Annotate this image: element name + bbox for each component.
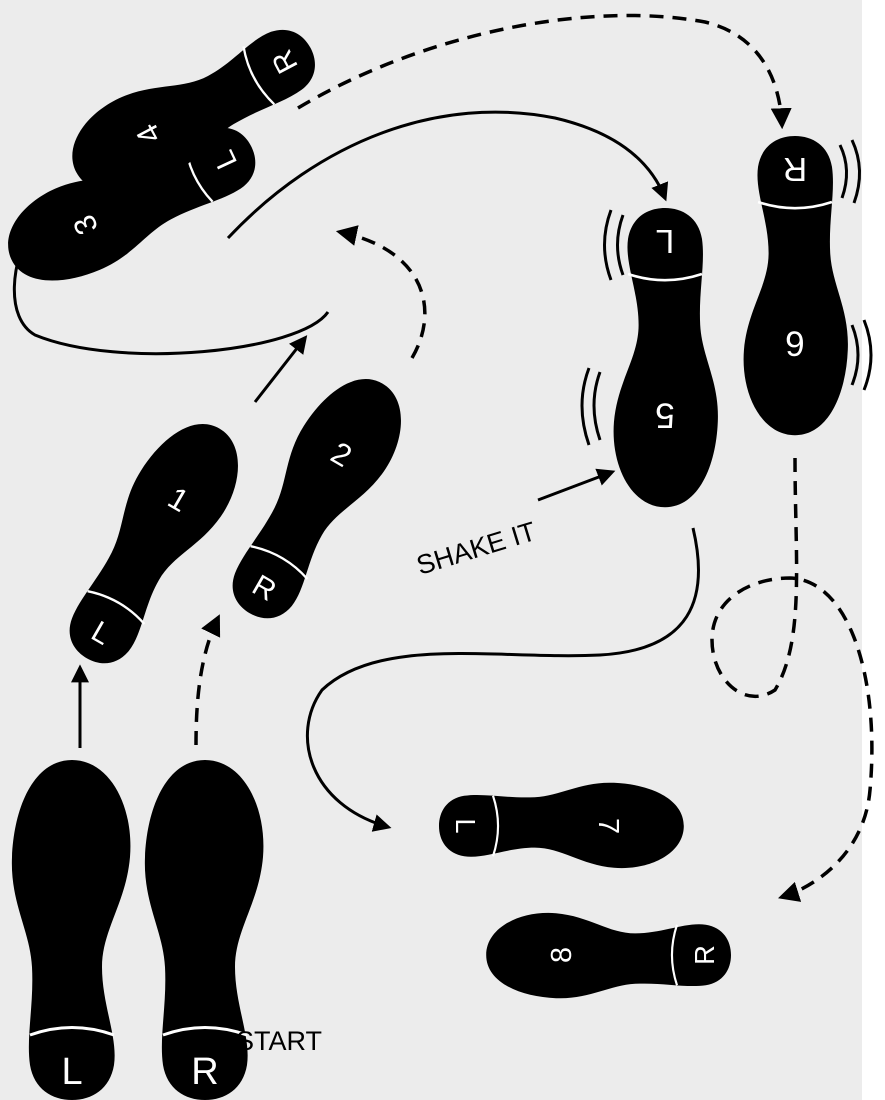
foot-side-label: L [61, 1051, 82, 1093]
footprint-step-6: 6 R [744, 136, 848, 435]
arrow-step4-to-step6 [298, 15, 782, 125]
step-number: 6 [785, 323, 805, 362]
foot-side-label: R [783, 150, 807, 187]
step-number: 8 [546, 947, 578, 963]
footprint-start-left: L [12, 760, 131, 1100]
arrow-step6-to-step8 [712, 458, 872, 897]
arrow-step1-forward [255, 338, 305, 402]
foot-side-label: L [450, 818, 481, 833]
footprint-step-8: 8 R [486, 913, 731, 998]
footprint-step-7: 7 L [439, 783, 684, 868]
arrow-step3-to-step5 [228, 112, 665, 238]
page-margin [862, 0, 885, 1100]
arrow-step5-to-step7 [307, 528, 698, 827]
footprint-step-5: 5 L [614, 208, 718, 507]
footprint-step-1: 1 L [46, 405, 259, 681]
step-number: 5 [655, 395, 675, 434]
start-label: START [236, 1026, 322, 1056]
arrow-start-to-step2 [196, 618, 218, 745]
step-number: 7 [592, 818, 624, 834]
arrow-step2-to-step4 [340, 232, 425, 358]
arrow-shake-it [538, 472, 612, 500]
foot-side-label: R [689, 945, 720, 965]
foot-side-label: L [656, 222, 675, 259]
footprint-step-2: 2 R [209, 360, 422, 636]
shake-it-label: SHAKE IT [413, 516, 539, 581]
foot-side-label: R [191, 1051, 218, 1093]
